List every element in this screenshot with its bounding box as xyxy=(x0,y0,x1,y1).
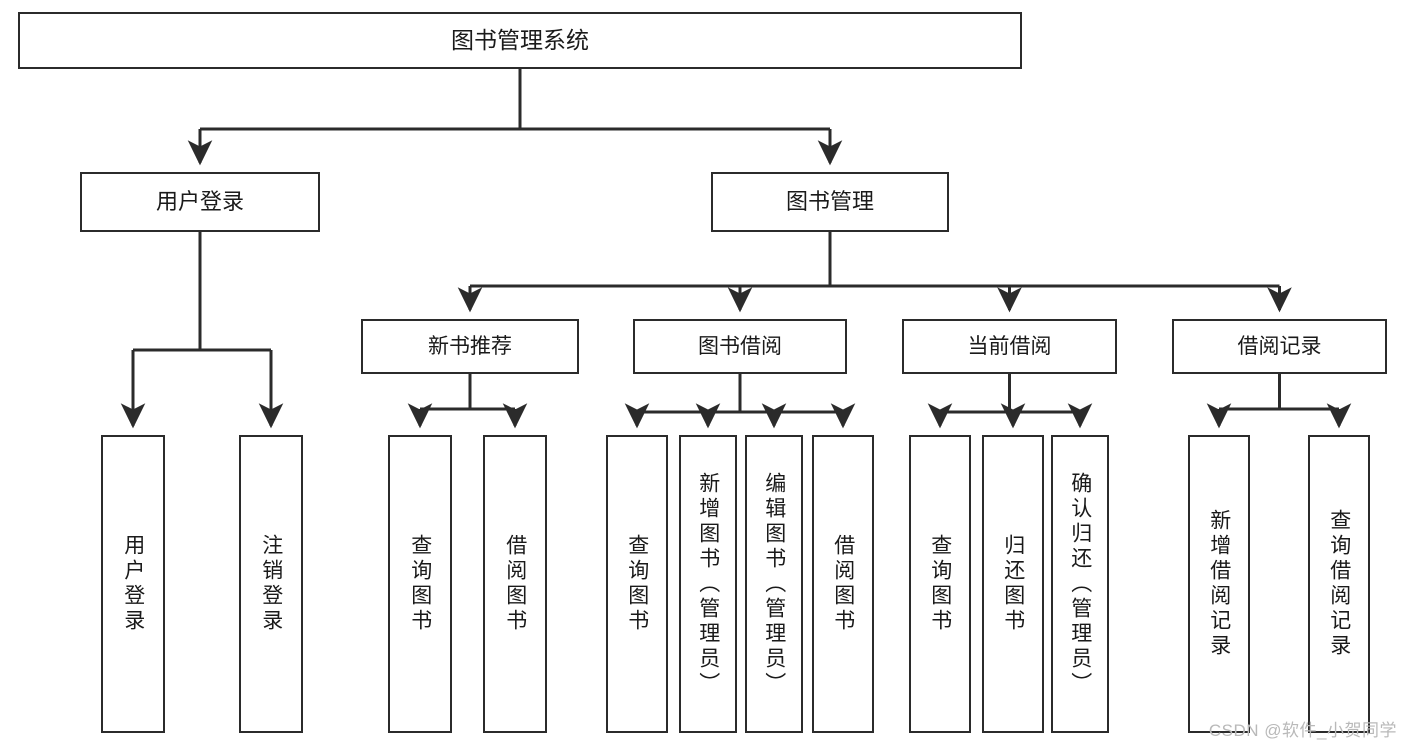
node-book-borrowing[interactable]: 图书借阅 xyxy=(633,319,847,374)
leaf-query-borrowing-record[interactable]: 查询借阅记录 xyxy=(1308,435,1370,733)
leaf-borrow-book-recommendation-label: 借阅图书 xyxy=(503,534,527,634)
leaf-borrow-book-recommendation[interactable]: 借阅图书 xyxy=(483,435,547,733)
leaf-edit-book-admin[interactable]: 编辑图书（管理员） xyxy=(745,435,803,733)
node-current-borrowing[interactable]: 当前借阅 xyxy=(902,319,1117,374)
leaf-user-login-label: 用户登录 xyxy=(121,534,145,634)
node-new-book-recommendation[interactable]: 新书推荐 xyxy=(361,319,579,374)
leaf-query-book-recommendation[interactable]: 查询图书 xyxy=(388,435,452,733)
leaf-user-login[interactable]: 用户登录 xyxy=(101,435,165,733)
leaf-query-book-borrowing-label: 查询图书 xyxy=(625,534,649,634)
leaf-query-book-current-label: 查询图书 xyxy=(928,534,952,634)
node-new-book-recommendation-label: 新书推荐 xyxy=(428,334,512,358)
leaf-user-logout-label: 注销登录 xyxy=(259,534,283,634)
node-book-management-module[interactable]: 图书管理 xyxy=(711,172,949,232)
leaf-user-logout[interactable]: 注销登录 xyxy=(239,435,303,733)
leaf-confirm-return-admin[interactable]: 确认归还（管理员） xyxy=(1051,435,1109,733)
csdn-watermark: CSDN @软件_小贺同学 xyxy=(1208,721,1397,740)
leaf-return-book-label: 归还图书 xyxy=(1001,534,1025,634)
leaf-query-book-recommendation-label: 查询图书 xyxy=(408,534,432,634)
node-root[interactable]: 图书管理系统 xyxy=(18,12,1022,69)
leaf-borrow-book-borrowing-label: 借阅图书 xyxy=(831,534,855,634)
leaf-query-book-borrowing[interactable]: 查询图书 xyxy=(606,435,668,733)
leaf-borrow-book-borrowing[interactable]: 借阅图书 xyxy=(812,435,874,733)
node-book-management-module-label: 图书管理 xyxy=(785,188,874,214)
node-user-login-module[interactable]: 用户登录 xyxy=(80,172,320,232)
node-borrowing-record[interactable]: 借阅记录 xyxy=(1172,319,1387,374)
leaf-query-borrowing-record-label: 查询借阅记录 xyxy=(1327,509,1351,659)
node-user-login-module-label: 用户登录 xyxy=(155,188,244,214)
leaf-edit-book-admin-label: 编辑图书（管理员） xyxy=(762,471,786,697)
node-current-borrowing-label: 当前借阅 xyxy=(967,334,1052,358)
leaf-add-borrowing-record[interactable]: 新增借阅记录 xyxy=(1188,435,1250,733)
leaf-add-book-admin[interactable]: 新增图书（管理员） xyxy=(679,435,737,733)
leaf-query-book-current[interactable]: 查询图书 xyxy=(909,435,971,733)
leaf-add-book-admin-label: 新增图书（管理员） xyxy=(696,471,720,697)
node-book-borrowing-label: 图书借阅 xyxy=(698,334,782,358)
node-borrowing-record-label: 借阅记录 xyxy=(1237,334,1322,358)
node-root-label: 图书管理系统 xyxy=(451,26,589,53)
leaf-add-borrowing-record-label: 新增借阅记录 xyxy=(1207,509,1231,659)
leaf-return-book[interactable]: 归还图书 xyxy=(982,435,1044,733)
leaf-confirm-return-admin-label: 确认归还（管理员） xyxy=(1068,471,1092,697)
